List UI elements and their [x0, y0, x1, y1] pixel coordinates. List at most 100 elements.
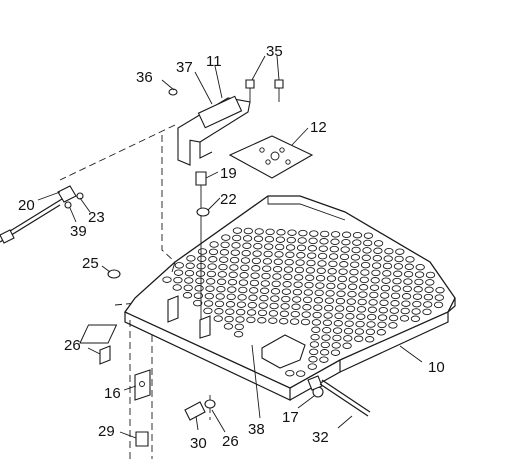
plate-hole	[369, 284, 380, 291]
callout-30: 30	[190, 435, 207, 452]
plate-hole	[360, 261, 371, 269]
plate-hole	[232, 227, 243, 234]
plate-hole	[224, 315, 234, 323]
plate-hole	[311, 326, 321, 334]
plate-hole	[183, 284, 193, 292]
cable-assembly	[0, 185, 84, 244]
plate-hole	[173, 269, 184, 276]
plate-hole	[308, 356, 318, 363]
plate-hole	[423, 293, 434, 301]
plate-hole	[292, 288, 303, 296]
plate-hole	[257, 317, 267, 324]
bolt-29	[135, 431, 149, 447]
plate-hole	[373, 247, 383, 255]
plate-hole	[424, 286, 434, 294]
plate-hole	[236, 308, 246, 316]
plate-hole	[388, 314, 399, 322]
plate-hole	[268, 317, 278, 324]
bolt-30	[184, 401, 206, 421]
plate-hole	[193, 299, 203, 307]
plate-hole	[206, 270, 217, 278]
plate-hole	[325, 290, 335, 297]
plate-hole	[338, 268, 348, 275]
plate-hole	[308, 237, 318, 245]
plate-hole	[251, 257, 262, 265]
plate-hole	[207, 263, 217, 270]
plate-hole	[366, 321, 376, 328]
plate-hole	[425, 279, 435, 286]
plate-hole	[330, 231, 341, 238]
plate-hole	[377, 314, 388, 321]
plate-hole	[400, 307, 410, 315]
plate-hole	[384, 247, 394, 255]
plate-hole	[229, 264, 239, 271]
plate-hole	[219, 256, 229, 263]
plate-hole	[347, 290, 357, 298]
plate-hole	[262, 265, 272, 272]
plate-hole	[259, 294, 269, 302]
plate-hole	[294, 266, 305, 274]
callout-29: 29	[98, 423, 115, 440]
plate-hole	[415, 263, 425, 271]
callout-labels: 36 37 11 35 12 19 22 20 23 39 25 26 10 1…	[18, 43, 445, 452]
plate-hole	[351, 246, 361, 254]
plate-hole	[227, 286, 237, 293]
plate-hole	[392, 277, 402, 285]
plate-hole	[339, 261, 349, 268]
plate-hole	[260, 280, 270, 287]
plate-hole	[401, 300, 411, 307]
callout-17: 17	[282, 409, 299, 426]
plate-hole	[305, 274, 315, 282]
plate-hole	[226, 293, 236, 301]
plate-hole	[197, 255, 207, 263]
decal-37	[197, 95, 243, 129]
plate-hole	[279, 317, 289, 325]
plate-hole	[334, 312, 344, 320]
plate-hole	[327, 268, 337, 275]
plate-hole	[247, 301, 257, 309]
plate-hole	[329, 245, 339, 253]
plate-hole	[342, 342, 352, 350]
top-plate-12	[228, 135, 314, 179]
plate-hole	[316, 267, 326, 275]
plate-hole	[249, 279, 260, 287]
plate-hole	[258, 302, 268, 309]
access-cover	[261, 334, 306, 369]
plate-hole	[379, 299, 389, 307]
plate-hole	[399, 315, 410, 322]
plate-hole	[184, 277, 194, 284]
plate-hole	[340, 246, 350, 253]
floor-plate	[79, 195, 456, 401]
plate-hole	[249, 287, 259, 294]
plate-hole	[323, 312, 333, 319]
plate-hole	[303, 289, 313, 296]
callout-32: 32	[312, 429, 329, 446]
plate-hole	[371, 269, 381, 277]
plate-hole	[348, 276, 358, 283]
plate-hole	[275, 243, 285, 251]
plate-hole	[248, 294, 258, 302]
plate-hole	[380, 284, 391, 292]
plate-hole	[250, 272, 260, 279]
plate-hole	[324, 297, 335, 304]
plate-hole	[382, 270, 392, 277]
plate-hole	[208, 248, 219, 256]
plate-hole	[251, 265, 261, 272]
plate-hole	[172, 284, 182, 291]
plate-hole	[313, 297, 324, 304]
plate-hole	[368, 299, 378, 306]
callout-10: 10	[428, 359, 445, 376]
plate-hole	[307, 245, 318, 252]
plate-hole	[216, 278, 227, 286]
washer-22	[196, 207, 210, 217]
plate-hole	[243, 227, 253, 235]
plate-hole	[296, 244, 307, 252]
plate-hole	[411, 308, 421, 315]
plate-hole	[174, 262, 184, 269]
plate-hole	[264, 235, 275, 243]
plate-hole	[357, 298, 367, 306]
callout-20: 20	[18, 197, 35, 214]
plate-hole	[433, 301, 444, 309]
